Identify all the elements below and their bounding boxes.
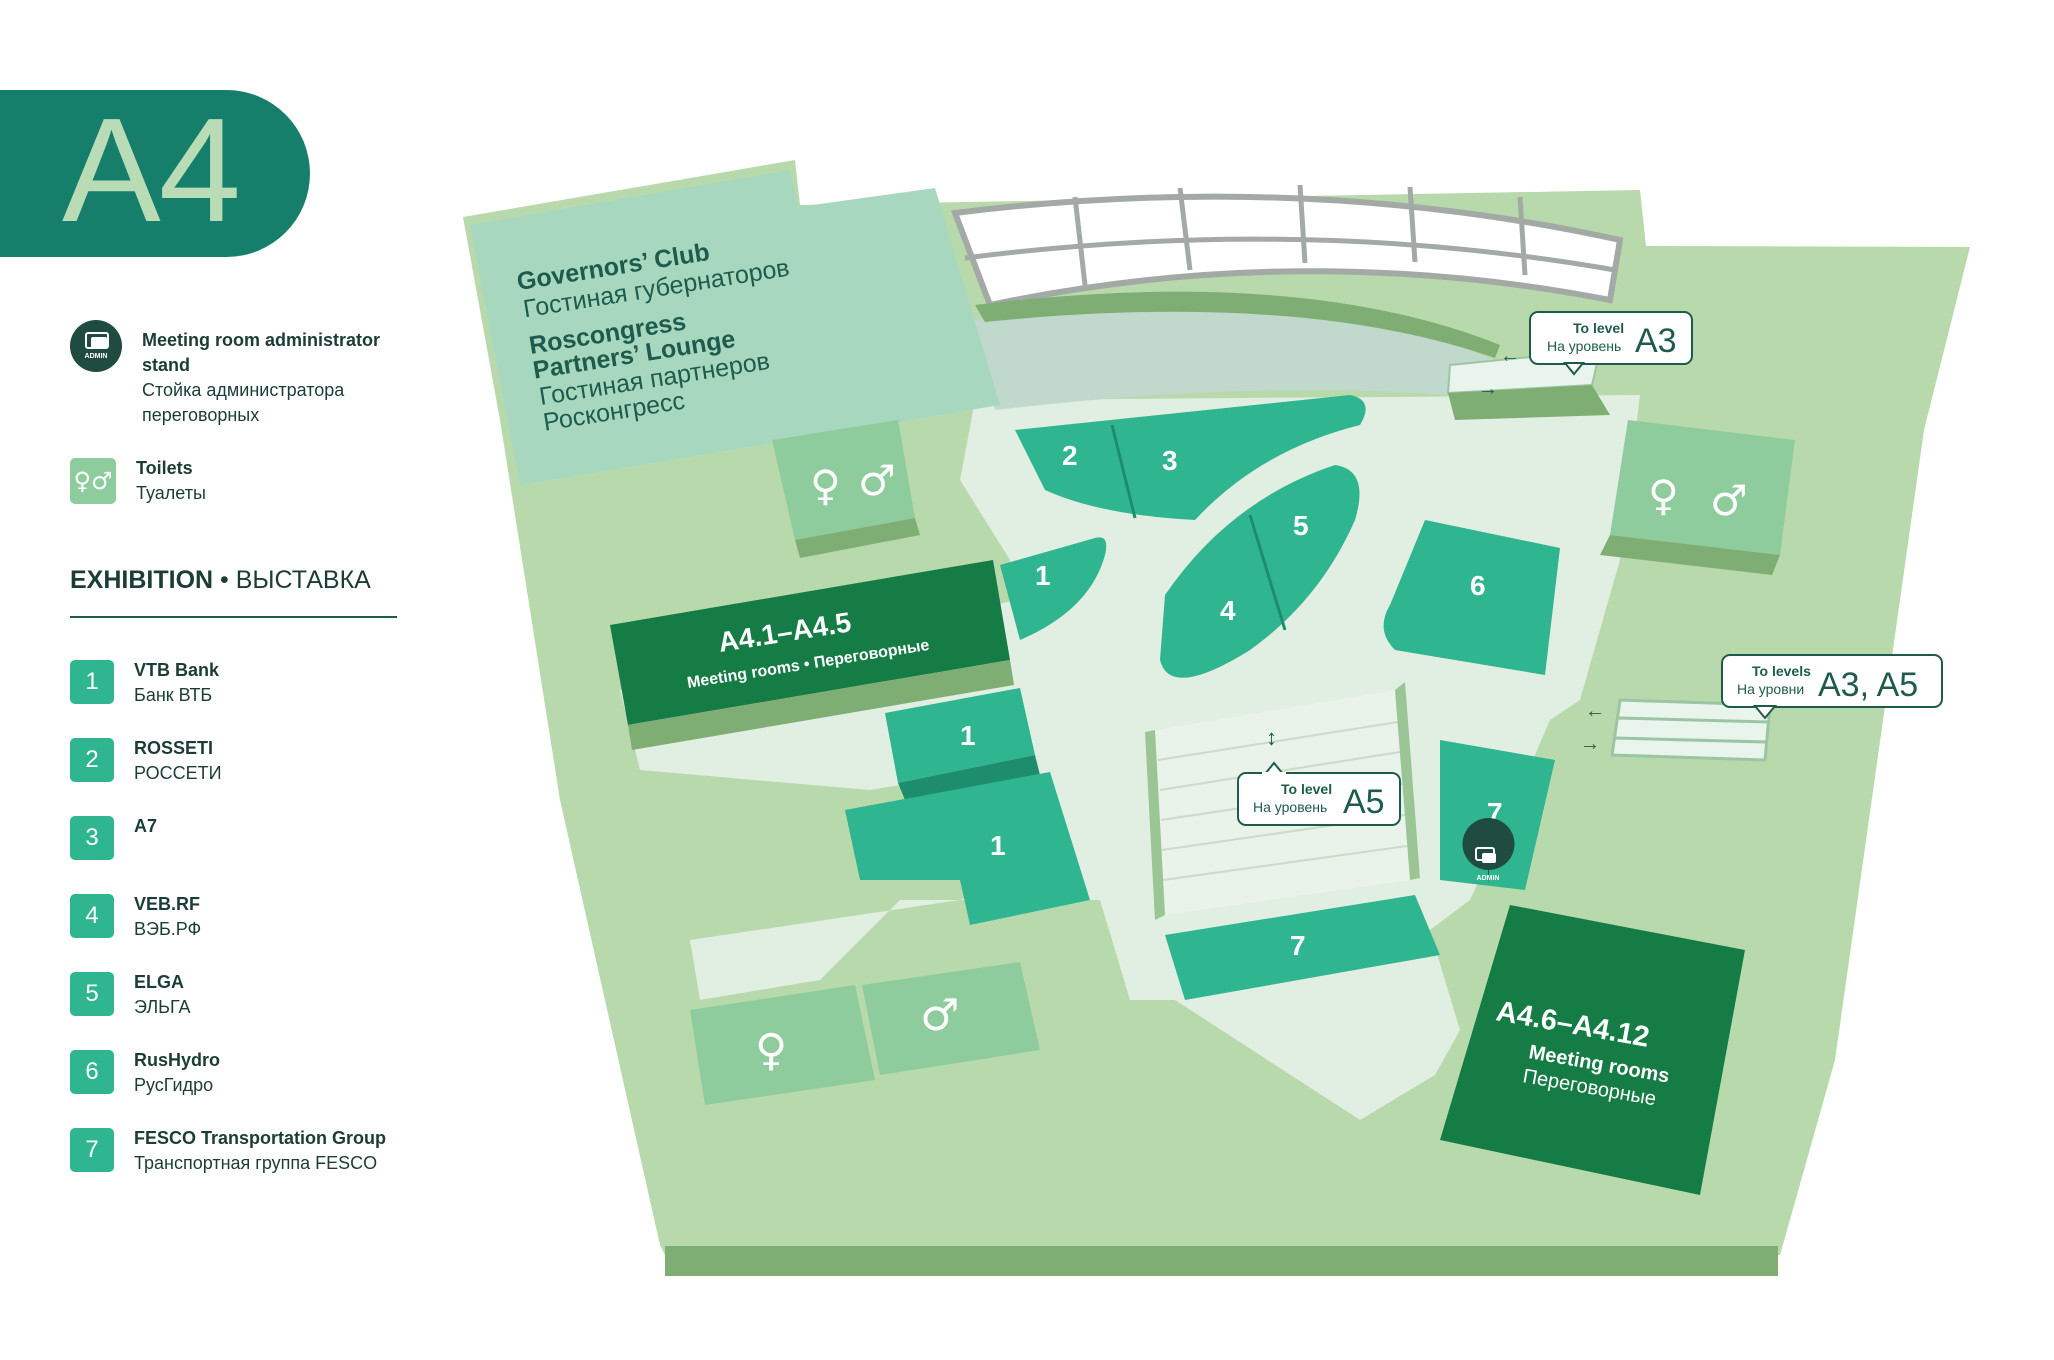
sign-a35-en: To levels <box>1752 663 1811 679</box>
exhibitor-row: 2 ROSSETI РОССЕТИ <box>70 738 222 786</box>
exhibitor-name-en: RusHydro <box>134 1050 221 1070</box>
exhibitor-name-ru: ЭЛЬГА <box>134 997 191 1017</box>
exhibitor-name-en: A7 <box>134 816 158 836</box>
sign-to-a3-a5[interactable]: To levels На уровни A3, A5 ← → <box>1580 654 1943 755</box>
exhibitor-text: ELGA ЭЛЬГА <box>134 970 191 1020</box>
sign-a5-ru: На уровень <box>1253 799 1327 815</box>
meeting-block-right: A4.6–A4.12 Meeting rooms Переговорные <box>1440 905 1745 1195</box>
booth-label: 5 <box>1293 510 1309 541</box>
sign-to-a5[interactable]: To level На уровень A5 ↕ <box>1237 725 1401 826</box>
exhibitor-text: VEB.RF ВЭБ.РФ <box>134 892 201 942</box>
exhibitor-number: 1 <box>70 660 114 704</box>
floor-edge <box>665 1246 1778 1276</box>
toilets-top-left: ♀ ♂ <box>772 420 920 558</box>
skylight-grid <box>964 184 1616 286</box>
exhibitor-number: 4 <box>70 894 114 938</box>
exhibitor-number: 3 <box>70 816 114 860</box>
arrow-left-icon: ← <box>1585 700 1605 722</box>
booth-2-3[interactable]: 2 3 <box>1015 395 1366 520</box>
exhibitor-name-en: ELGA <box>134 972 185 992</box>
booth-label: 1 <box>960 720 976 751</box>
booth-label: 3 <box>1162 445 1178 476</box>
exhibitor-name-ru: ВЭБ.РФ <box>134 919 202 939</box>
arrow-left-icon: ← <box>1500 345 1520 367</box>
exhibitor-name-en: VTB Bank <box>134 660 220 680</box>
exhibitor-row: 3 A7 <box>70 816 157 860</box>
exhibitor-row: 4 VEB.RF ВЭБ.РФ <box>70 894 201 942</box>
sign-a35-code: A3, A5 <box>1818 666 1918 704</box>
balcony <box>975 291 1500 358</box>
booth-label: 7 <box>1290 930 1306 961</box>
exhibitor-name-en: VEB.RF <box>134 894 201 914</box>
toilets-bottom: ♀ ♂ <box>690 962 1040 1105</box>
admin-pin-text: ADMIN <box>1477 875 1500 882</box>
exhibitor-number: 7 <box>70 1128 114 1172</box>
exhibitor-name-ru: РусГидро <box>134 1075 214 1095</box>
exhibition-title: EXHIBITION • ВЫСТАВКА <box>70 566 371 594</box>
lounge <box>470 170 1000 485</box>
legend-admin-en: Meeting room administrator stand <box>142 330 381 375</box>
exhibitor-row: 5 ELGA ЭЛЬГА <box>70 972 191 1020</box>
exhibitor-name-en: FESCO Transportation Group <box>134 1128 387 1148</box>
escalator-a3a5 <box>1610 698 1772 762</box>
legend-toilets-en: Toilets <box>136 458 193 478</box>
toilet-icon: ♂ <box>858 456 896 505</box>
atrium-void <box>975 306 1495 410</box>
booth-1-middle[interactable]: 1 <box>885 688 1040 800</box>
booth-1-bottom[interactable]: 1 <box>845 772 1090 925</box>
toilet-icon: ♂ <box>1710 476 1748 525</box>
exhibitor-text: ROSSETI РОССЕТИ <box>134 736 222 786</box>
arrow-right-icon: → <box>1580 733 1600 755</box>
level-label: A4 <box>62 88 241 253</box>
exhibitor-number: 2 <box>70 738 114 782</box>
level-tab: A4 <box>0 90 310 257</box>
exhibitor-number: 6 <box>70 1050 114 1094</box>
toilet-icon: ♀ <box>810 461 841 510</box>
exhibitor-name-ru: РОССЕТИ <box>134 763 222 783</box>
exhibitor-name-ru: Банк ВТБ <box>134 685 213 705</box>
exhibition-divider <box>70 616 397 618</box>
booth-label: 1 <box>1035 560 1051 591</box>
exhibitor-name-ru: Транспортная группа FESCO <box>134 1153 378 1173</box>
booth-7-bottom[interactable]: 7 <box>1165 895 1440 1000</box>
exhibitor-number: 5 <box>70 972 114 1016</box>
toilet-icon: ♀ <box>1648 471 1679 520</box>
toilet-icon: ♂ <box>920 990 959 1041</box>
exhibitor-name-en: ROSSETI <box>134 738 214 758</box>
admin-stand-icon: ADMIN <box>70 320 122 372</box>
booth-label: 6 <box>1470 570 1486 601</box>
sign-a35-ru: На уровни <box>1737 681 1804 697</box>
sign-a5-code: A5 <box>1343 783 1385 821</box>
booth-label: 4 <box>1220 595 1236 626</box>
legend-admin: ADMIN Meeting room administrator stand С… <box>70 320 382 428</box>
booth-4-5[interactable]: 4 5 <box>1160 465 1360 678</box>
toilet-icon: ♀ <box>755 1025 787 1076</box>
booth-label: 1 <box>990 830 1006 861</box>
meeting-block-left: A4.1–A4.5 Meeting rooms • Переговорные <box>610 560 1014 750</box>
booth-6[interactable]: 6 <box>1383 520 1560 675</box>
exhibitor-text: A7 <box>134 814 157 839</box>
toilet-icon: ♀♂ <box>70 458 116 504</box>
sign-a3-en: To level <box>1573 320 1624 336</box>
sign-to-a3[interactable]: To level На уровень A3 ← → <box>1478 311 1693 400</box>
arrow-right-icon: → <box>1478 378 1498 400</box>
toilets-top-right: ♀ ♂ <box>1600 420 1795 575</box>
legend-toilets-ru: Туалеты <box>136 483 206 503</box>
booth-label: 2 <box>1062 440 1078 471</box>
sign-a3-ru: На уровень <box>1547 338 1621 354</box>
arrow-up-down-icon: ↕ <box>1266 725 1277 750</box>
admin-pin-icon[interactable]: ADMIN <box>1462 818 1515 884</box>
sign-a3-code: A3 <box>1635 322 1677 360</box>
booth-1-top[interactable]: 1 <box>1000 537 1107 640</box>
legend-toilets: ♀♂ Toilets Туалеты <box>70 458 206 506</box>
legend-admin-ru: Стойка администратора переговорных <box>142 380 345 425</box>
sign-a5-en: To level <box>1281 781 1332 797</box>
